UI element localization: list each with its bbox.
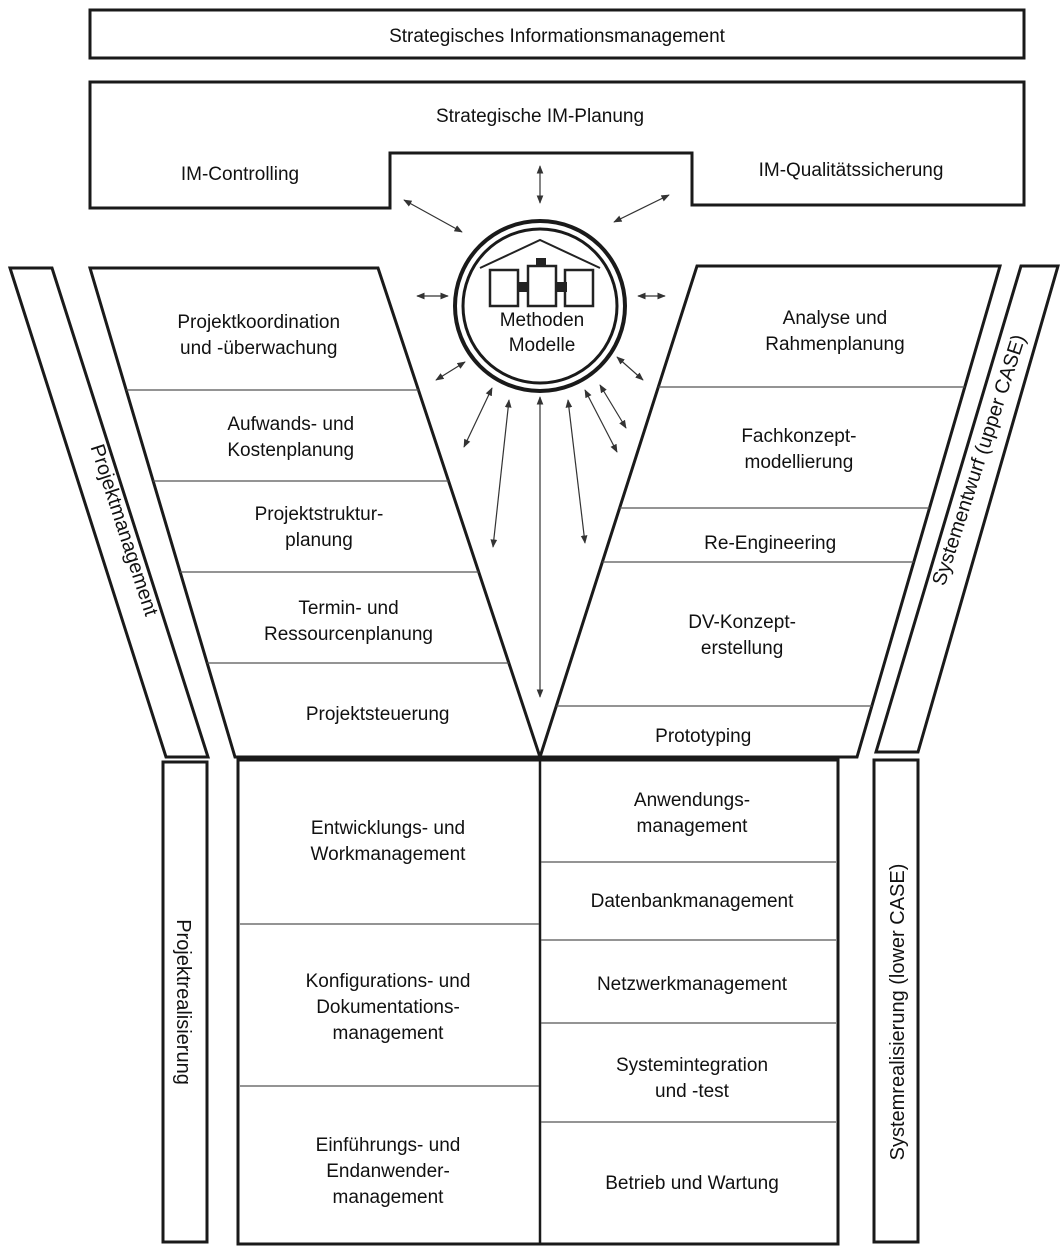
left-funnel-item-line: Projektkoordination: [177, 312, 340, 333]
left-funnel-item-line: Projektstruktur-: [255, 504, 384, 525]
right-funnel: Analyse undRahmenplanungFachkonzept-mode…: [537, 264, 1002, 759]
bottom-left-item-line: management: [333, 1187, 445, 1208]
bottom-right-item-line: Netzwerkmanagement: [597, 974, 788, 995]
double-arrow: [613, 194, 670, 223]
double-arrow: [463, 387, 493, 448]
top-bar: Strategisches Informationsmanagement: [88, 8, 1026, 60]
planning-left-label: IM-Controlling: [181, 164, 299, 185]
bottom-left-item-line: Dokumentations-: [316, 997, 460, 1018]
top-bar-title: Strategisches Informationsmanagement: [389, 26, 726, 47]
bottom-left-item-line: Einführungs- und: [316, 1135, 461, 1156]
right-funnel-item-line: Analyse und: [783, 308, 888, 329]
hub-label-line1: Methoden: [500, 310, 585, 331]
methods-models-hub: Methoden Modelle: [453, 219, 627, 393]
right-funnel-item-line: Prototyping: [655, 726, 751, 747]
method-arrows: [403, 165, 670, 698]
right-funnel-item-line: Fachkonzept-: [741, 426, 856, 447]
right-funnel-item-line: modellierung: [745, 452, 854, 473]
bottom-right-item-line: und -test: [655, 1081, 730, 1102]
bottom-right-item-line: Anwendungs-: [634, 790, 750, 811]
planning-right-label: IM-Qualitätssicherung: [759, 160, 944, 181]
left-funnel-item-line: Projektsteuerung: [306, 704, 450, 725]
left-funnel-item-line: Aufwands- und: [227, 414, 354, 435]
strategic-planning-box: Strategische IM-Planung IM-Controlling I…: [88, 80, 1026, 210]
bottom-left-item-line: Entwicklungs- und: [311, 818, 465, 839]
bottom-left-item-line: Konfigurations- und: [306, 971, 471, 992]
left-funnel-item-line: und -überwachung: [180, 338, 337, 359]
double-arrow: [565, 399, 588, 544]
left-funnel-item-line: Kostenplanung: [227, 440, 354, 461]
side-column-systemrealisierung: Systemrealisierung (lower CASE): [872, 758, 920, 1244]
right-funnel-item-line: erstellung: [701, 638, 783, 659]
right-funnel-item-line: Re-Engineering: [704, 533, 836, 554]
bottom-left-item-line: Workmanagement: [311, 844, 467, 865]
bottom-block: Entwicklungs- undWorkmanagementKonfigura…: [236, 758, 840, 1246]
hub-label-line2: Modelle: [509, 335, 576, 356]
double-arrow: [435, 361, 466, 381]
bottom-right-item-line: management: [637, 816, 749, 837]
bottom-right-item-line: Datenbankmanagement: [591, 891, 795, 912]
building-icon: [479, 238, 601, 308]
right-funnel-item-line: Rahmenplanung: [765, 334, 904, 355]
left-funnel-item-line: Ressourcenplanung: [264, 624, 433, 645]
bottom-right-item-line: Systemintegration: [616, 1055, 768, 1076]
double-arrow: [584, 389, 618, 453]
double-arrow: [599, 384, 627, 429]
left-funnel-item-line: planung: [285, 530, 353, 551]
double-arrow: [616, 356, 644, 381]
bottom-left-item-line: management: [333, 1023, 445, 1044]
double-arrow: [490, 399, 512, 548]
side-label-systemrealisierung: Systemrealisierung (lower CASE): [887, 864, 909, 1161]
right-funnel-item-line: DV-Konzept-: [688, 612, 796, 633]
bottom-left-item-line: Endanwender-: [326, 1161, 450, 1182]
left-funnel-item-line: Termin- und: [298, 598, 398, 619]
double-arrow: [403, 199, 463, 233]
planning-title: Strategische IM-Planung: [436, 106, 644, 127]
side-column-projektrealisierung: Projektrealisierung: [161, 760, 209, 1244]
bottom-right-item-line: Betrieb und Wartung: [605, 1173, 779, 1194]
left-funnel: Projektkoordination und -überwachungAufwa…: [87, 266, 543, 759]
side-label-projektrealisierung: Projektrealisierung: [172, 919, 194, 1085]
